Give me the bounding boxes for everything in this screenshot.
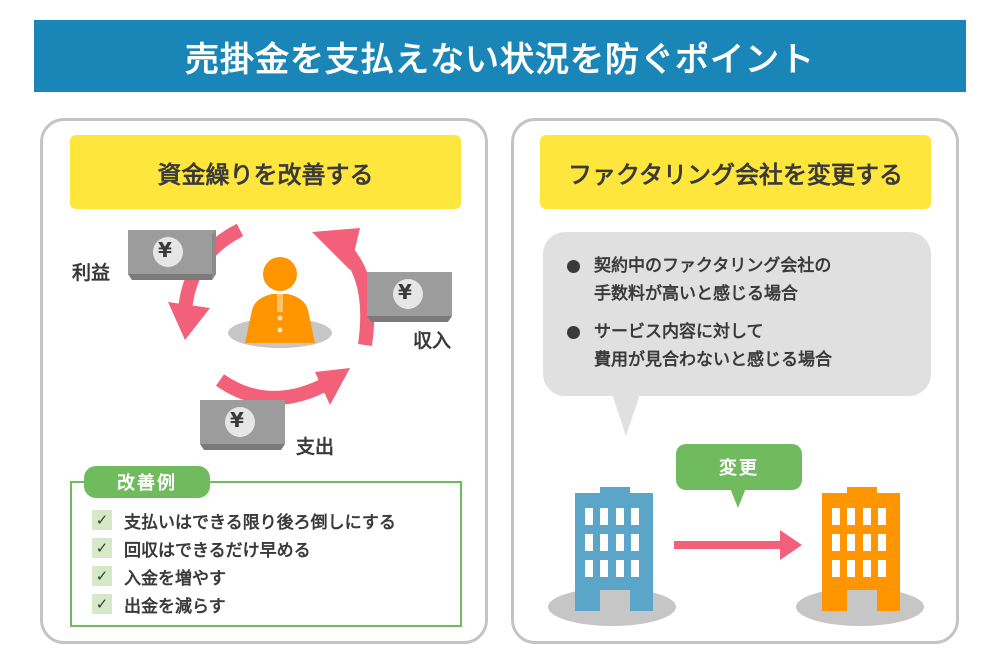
reason-line-1: 契約中のファクタリング会社の [594, 256, 832, 276]
list-item: サービス内容に対して 費用が見合わないと感じる場合 [563, 318, 832, 374]
header-banner: 売掛金を支払えない状況を防ぐポイント [34, 20, 966, 92]
list-item: ✓ 回収はできるだけ早める [92, 534, 396, 562]
list-item: ✓ 支払いはできる限り後ろ倒しにする [92, 506, 396, 534]
panel-heading-change-company: ファクタリング会社を変更する [540, 135, 931, 209]
bullet-icon [567, 260, 580, 273]
current-company-building-icon [548, 487, 676, 626]
list-item-text: サービス内容に対して 費用が見合わないと感じる場合 [594, 318, 832, 374]
bullet-icon [567, 326, 580, 339]
list-item-text: 契約中のファクタリング会社の 手数料が高いと感じる場合 [594, 252, 831, 308]
check-icon: ✓ [92, 594, 112, 614]
label-expense: 支出 [296, 436, 335, 458]
person-icon [228, 257, 332, 348]
speech-bubble [543, 232, 931, 396]
list-item-text: 回収はできるだけ早める [124, 540, 311, 561]
speech-bubble-tail [612, 394, 640, 436]
arrowhead-down-icon [168, 302, 210, 340]
page-title: 売掛金を支払えない状況を防ぐポイント [185, 39, 815, 80]
panel-heading-cashflow: 資金繰りを改善する [70, 135, 461, 209]
change-arrow-icon [674, 530, 802, 560]
improvement-examples-box [70, 481, 462, 627]
company-change-diagram [548, 487, 924, 626]
check-icon: ✓ [92, 538, 112, 558]
change-reasons-list: 契約中のファクタリング会社の 手数料が高いと感じる場合 サービス内容に対して 費… [563, 252, 832, 384]
change-label-tail [730, 488, 746, 508]
improvement-examples-list: ✓ 支払いはできる限り後ろ倒しにする ✓ 回収はできるだけ早める ✓ 入金を増や… [92, 506, 396, 618]
cycle-arrow-expense-to-income [215, 374, 334, 405]
list-item-text: 出金を減らす [124, 596, 226, 617]
arrowhead-up-icon [312, 228, 360, 270]
reason-line-1: サービス内容に対して [594, 322, 764, 342]
arrowhead-right-icon [315, 368, 350, 405]
check-icon: ✓ [92, 566, 112, 586]
list-item: ✓ 入金を増やす [92, 562, 396, 590]
list-item: 契約中のファクタリング会社の 手数料が高いと感じる場合 [563, 252, 832, 308]
improvement-examples-tag: 改善例 [84, 466, 210, 498]
money-bundle-expense-icon [200, 400, 285, 450]
yen-icon: ¥ [398, 280, 412, 304]
list-item: ✓ 出金を減らす [92, 590, 396, 618]
reason-line-2: 費用が見合わないと感じる場合 [594, 350, 832, 370]
new-company-building-icon [796, 487, 924, 626]
cashflow-cycle-diagram [128, 223, 452, 450]
yen-icon: ¥ [230, 408, 244, 432]
yen-icon: ¥ [158, 238, 172, 262]
change-label-bubble: 変更 [676, 444, 802, 490]
money-bundle-income-icon [367, 272, 452, 322]
list-item-text: 入金を増やす [124, 568, 226, 589]
money-bundle-profit-icon [128, 230, 216, 280]
check-icon: ✓ [92, 510, 112, 530]
list-item-text: 支払いはできる限り後ろ倒しにする [124, 512, 396, 533]
label-profit: 利益 [72, 262, 111, 284]
reason-line-2: 手数料が高いと感じる場合 [594, 284, 798, 304]
label-income: 収入 [413, 330, 452, 352]
